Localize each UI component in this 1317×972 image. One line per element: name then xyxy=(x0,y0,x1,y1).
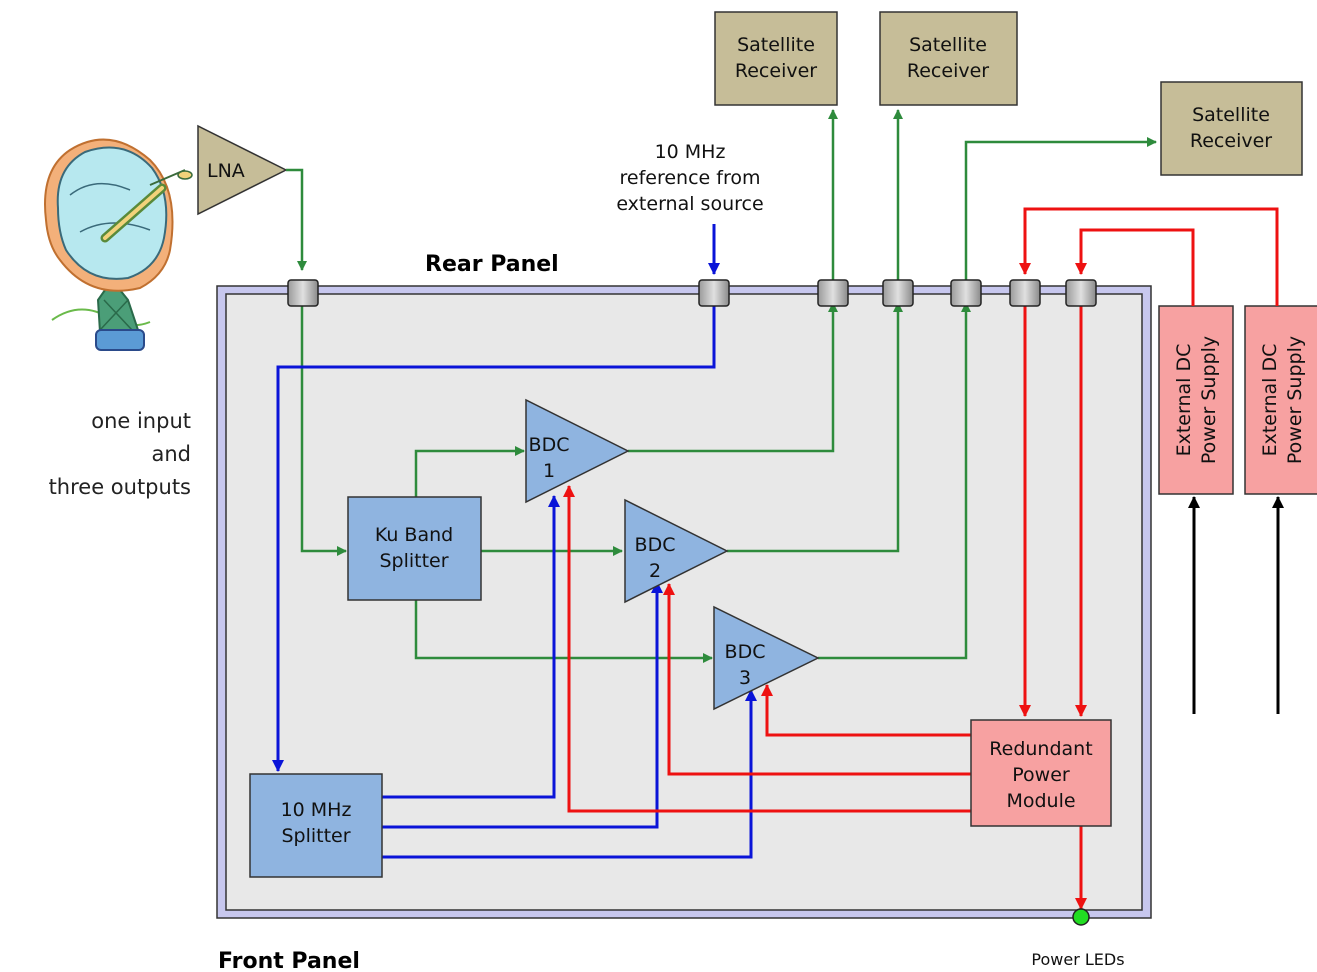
svg-text:Receiver: Receiver xyxy=(907,60,989,82)
io-note: one input and three outputs xyxy=(49,409,191,499)
svg-text:BDC: BDC xyxy=(529,434,570,456)
front-panel-label: Front Panel xyxy=(218,949,360,972)
reference-source-label: 10 MHz reference from external source xyxy=(616,141,763,215)
power-led-indicator xyxy=(1072,908,1090,926)
lna-amplifier: LNA xyxy=(197,124,288,216)
rear-panel-connectors xyxy=(287,279,1097,307)
dc-input-lines xyxy=(1188,496,1284,714)
bdc-2: BDC 2 xyxy=(624,498,729,604)
svg-text:Ku Band: Ku Band xyxy=(375,524,453,546)
connector-output-2 xyxy=(882,279,914,307)
svg-text:Module: Module xyxy=(1006,790,1075,812)
svg-text:Satellite: Satellite xyxy=(737,34,815,56)
power-leds-label: Power LEDs xyxy=(1031,950,1124,969)
rf-signal-lines xyxy=(286,109,1157,663)
external-dc-power-supply-2: External DC Power Supply xyxy=(1244,305,1317,495)
svg-text:Satellite: Satellite xyxy=(909,34,987,56)
10mhz-splitter: 10 MHz Splitter xyxy=(249,773,383,878)
connector-output-1 xyxy=(817,279,849,307)
svg-text:Splitter: Splitter xyxy=(281,825,350,847)
svg-text:Splitter: Splitter xyxy=(379,550,448,572)
svg-text:BDC: BDC xyxy=(725,641,766,663)
connector-dc-input-2 xyxy=(1065,279,1097,307)
svg-text:LNA: LNA xyxy=(207,160,245,182)
redundant-power-module: Redundant Power Module xyxy=(970,719,1112,827)
rear-panel-label: Rear Panel xyxy=(425,252,559,277)
reference-signal-lines xyxy=(272,224,757,859)
svg-text:external source: external source xyxy=(616,193,763,215)
ku-band-splitter: Ku Band Splitter xyxy=(347,496,482,601)
bdc-1: BDC 1 xyxy=(525,398,630,504)
svg-text:External DC: External DC xyxy=(1173,344,1195,457)
svg-text:Power: Power xyxy=(1012,764,1070,786)
svg-text:Receiver: Receiver xyxy=(1190,130,1272,152)
svg-text:BDC: BDC xyxy=(635,534,676,556)
svg-text:Satellite: Satellite xyxy=(1192,104,1270,126)
satellite-dish-icon xyxy=(44,138,193,351)
svg-text:and: and xyxy=(151,442,191,466)
connector-output-3 xyxy=(950,279,982,307)
svg-text:3: 3 xyxy=(739,667,751,689)
bdc-3: BDC 3 xyxy=(713,605,820,711)
connector-10mhz-reference xyxy=(698,279,730,307)
svg-text:1: 1 xyxy=(543,460,555,482)
svg-text:Power Supply: Power Supply xyxy=(1284,336,1306,464)
connector-lna-input xyxy=(287,279,319,307)
svg-text:Power Supply: Power Supply xyxy=(1198,336,1220,464)
connector-dc-input-1 xyxy=(1009,279,1041,307)
satellite-receiver-1: Satellite Receiver xyxy=(714,11,838,106)
svg-text:10 MHz: 10 MHz xyxy=(281,799,352,821)
external-dc-power-supply-1: External DC Power Supply xyxy=(1158,305,1234,495)
satellite-receiver-3: Satellite Receiver xyxy=(1160,81,1303,176)
satellite-receiver-2: Satellite Receiver xyxy=(879,11,1018,106)
svg-text:three outputs: three outputs xyxy=(49,475,191,499)
svg-text:reference from: reference from xyxy=(620,167,761,189)
svg-text:2: 2 xyxy=(649,560,661,582)
svg-text:External DC: External DC xyxy=(1259,344,1281,457)
svg-text:10 MHz: 10 MHz xyxy=(655,141,726,163)
svg-text:Receiver: Receiver xyxy=(735,60,817,82)
svg-text:one input: one input xyxy=(91,409,191,433)
power-lines xyxy=(563,207,1279,910)
svg-text:Redundant: Redundant xyxy=(989,738,1092,760)
